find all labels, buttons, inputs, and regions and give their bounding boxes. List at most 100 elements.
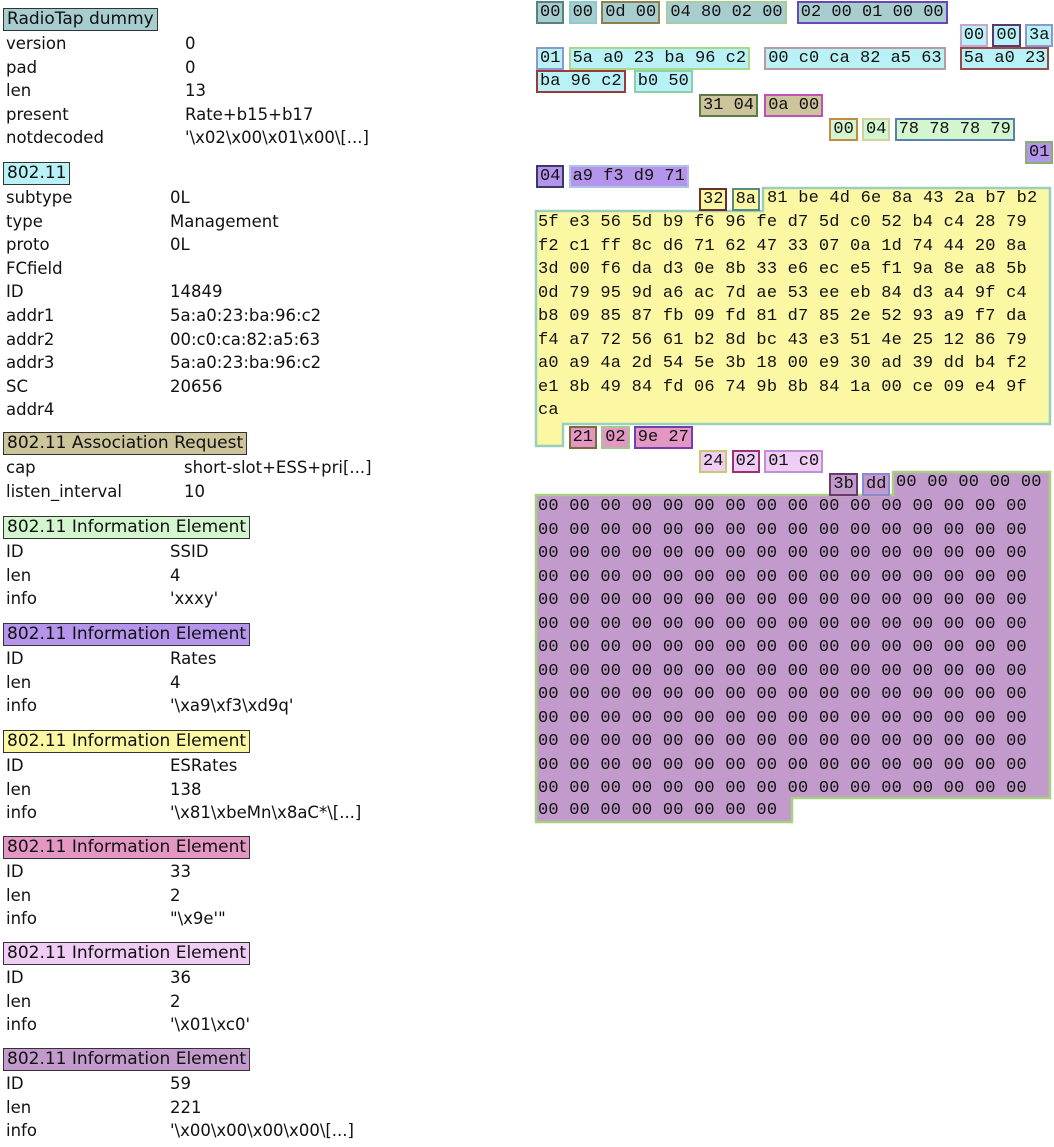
hex-row[interactable]: 00 00 00 00 00 00 00 00 00 00 00 00 00 0… [538,567,1027,587]
field-name[interactable]: cap [6,458,36,477]
field-name[interactable]: info [6,1121,37,1141]
field-name[interactable]: addr1 [6,306,55,325]
field-value[interactable]: 0L [170,235,190,255]
field-value[interactable]: 4 [170,565,181,585]
hex-byte-ie59-len[interactable]: dd [862,473,891,496]
hex-row[interactable]: 00 00 00 00 00 [896,473,1042,492]
hex-bytes-addr3-cont[interactable]: ba 96 c2 [536,70,626,93]
field-name[interactable]: ID [6,282,24,302]
layer-header[interactable]: 802.11 Information Element [3,1048,251,1071]
field-name[interactable]: pad [6,57,38,77]
field-value[interactable]: '\x02\x00\x01\x00\[...] [185,128,369,148]
hex-row[interactable]: 00 00 00 00 00 00 00 00 00 00 00 00 00 0… [538,755,1027,775]
field-value[interactable]: 0 [185,57,196,77]
field-value[interactable]: 5a:a0:23:ba:96:c2 [170,353,322,373]
field-value[interactable]: '\xa9\xf3\xd9q' [170,696,294,716]
field-name[interactable]: len [6,991,32,1011]
hex-row[interactable]: b8 09 85 87 fb 09 fd 81 d7 85 2e 52 93 a… [538,307,1027,326]
field-name[interactable]: ID [6,1074,24,1093]
field-value[interactable]: '\x81\xbeMn\x8aC*\[...] [170,803,362,823]
field-value[interactable]: 5a:a0:23:ba:96:c2 [170,306,322,325]
layer-header[interactable]: RadioTap dummy [3,8,158,31]
field-name[interactable]: proto [6,235,50,255]
field-name[interactable]: ID [6,542,24,561]
field-name[interactable]: info [6,696,37,716]
hex-byte-version[interactable]: 00 [536,1,565,24]
field-name[interactable]: type [6,211,43,231]
hex-byte-id[interactable]: 01 [536,47,565,70]
layer-header[interactable]: 802.11 Information Element [3,836,251,859]
hex-bytes-ssid-info[interactable]: 78 78 78 79 [894,118,1015,141]
hex-bytes-ie36-info[interactable]: 01 c0 [764,450,824,473]
field-name[interactable]: ID [6,862,24,881]
field-value[interactable]: "\x9e'" [170,909,226,929]
field-value[interactable]: 20656 [170,376,223,396]
hex-byte-rates-id[interactable]: 01 [1025,141,1054,164]
hex-bytes-cap[interactable]: 31 04 [699,94,759,117]
field-value[interactable]: 14849 [170,282,223,302]
hex-row[interactable]: 5f e3 56 5d b9 f6 96 fe d7 5d c0 52 b4 c… [538,213,1027,232]
hex-byte-ssid-len[interactable]: 04 [862,118,891,141]
hex-byte-ie36-len[interactable]: 02 [731,450,760,473]
field-name[interactable]: ID [6,756,24,775]
field-value[interactable]: SSID [170,542,209,561]
hex-bytes-sc[interactable]: b0 50 [633,70,693,93]
field-value[interactable]: Management [170,211,279,231]
field-name[interactable]: SC [6,376,28,396]
field-value[interactable]: 0 [185,34,196,53]
hex-row[interactable]: f2 c1 ff 8c d6 71 62 47 33 07 0a 1d 74 4… [538,236,1027,256]
field-name[interactable]: len [6,779,32,799]
hex-bytes-addr3[interactable]: 5a a0 23 [959,47,1050,70]
hex-bytes-listen-interval[interactable]: 0a 00 [764,94,824,117]
field-value[interactable]: short-slot+ESS+pri[...] [184,458,372,477]
hex-byte-ie36-id[interactable]: 24 [699,450,728,473]
layer-header[interactable]: 802.11 [3,162,71,185]
field-name[interactable]: len [6,885,32,905]
field-value[interactable]: 4 [170,672,181,692]
hex-row[interactable]: 00 00 00 00 00 00 00 00 00 00 00 00 00 0… [538,732,1027,751]
field-value[interactable]: 0L [170,188,190,207]
field-name[interactable]: ID [6,968,24,987]
field-value[interactable]: 2 [170,885,181,905]
field-value[interactable]: 33 [170,862,191,881]
layer-header[interactable]: 802.11 Association Request [3,432,248,455]
field-name[interactable]: subtype [6,188,73,207]
field-name[interactable]: info [6,1015,37,1035]
field-value[interactable]: 'xxxy' [170,589,219,609]
field-name[interactable]: ID [6,649,24,668]
field-name[interactable]: info [6,803,37,823]
hex-byte-rates-len[interactable]: 04 [536,165,565,188]
field-name[interactable]: addr3 [6,353,55,373]
field-value[interactable]: '\x01\xc0' [170,1015,250,1035]
hex-bytes-present[interactable]: 04 80 02 00 [666,1,787,24]
field-name[interactable]: listen_interval [6,481,122,501]
field-name[interactable]: addr4 [6,400,55,420]
field-value[interactable]: Rates [170,649,217,668]
layer-header[interactable]: 802.11 Information Element [3,942,251,965]
hex-row[interactable]: 00 00 00 00 00 00 00 00 00 00 00 00 00 0… [538,497,1027,516]
hex-row[interactable]: f4 a7 72 56 61 b2 8d bc 43 e3 51 4e 25 1… [538,330,1027,350]
field-value[interactable]: 59 [170,1074,191,1093]
hex-row[interactable]: e1 8b 49 84 fd 06 74 9b 8b 84 1a 00 ce 0… [538,377,1027,397]
hex-bytes-addr2[interactable]: 00 c0 ca 82 a5 63 [764,47,946,70]
hex-row[interactable]: 0d 79 95 9d a6 ac 7d ae 53 ee eb 84 d3 a… [538,283,1027,303]
hex-row[interactable]: 00 00 00 00 00 00 00 00 [538,801,778,820]
hex-row[interactable]: 3d 00 f6 da d3 0e 8b 33 e6 ec e5 f1 9a 8… [538,260,1027,279]
hex-bytes-notdecoded[interactable]: 02 00 01 00 00 [796,1,948,24]
hex-bytes-len[interactable]: 0d 00 [601,1,661,24]
hex-row[interactable]: ca [538,401,559,420]
field-value[interactable]: 138 [170,779,202,799]
hex-row[interactable]: 00 00 00 00 00 00 00 00 00 00 00 00 00 0… [538,708,1027,728]
hex-byte-esrates-len[interactable]: 8a [731,188,760,211]
hex-row[interactable]: 00 00 00 00 00 00 00 00 00 00 00 00 00 0… [538,544,1027,563]
hex-row[interactable]: 00 00 00 00 00 00 00 00 00 00 00 00 00 0… [538,520,1027,540]
hex-row[interactable]: 00 00 00 00 00 00 00 00 00 00 00 00 00 0… [538,591,1027,610]
hex-bytes-rates-info[interactable]: a9 f3 d9 71 [568,165,689,188]
field-name[interactable]: info [6,589,37,609]
hex-byte-pad[interactable]: 00 [568,1,597,24]
hex-row[interactable]: 00 00 00 00 00 00 00 00 00 00 00 00 00 0… [538,661,1027,681]
hex-byte-ssid-id[interactable]: 00 [829,118,858,141]
field-name[interactable]: len [6,81,32,101]
field-name[interactable]: len [6,565,32,585]
hex-row[interactable]: 00 00 00 00 00 00 00 00 00 00 00 00 00 0… [538,614,1027,634]
